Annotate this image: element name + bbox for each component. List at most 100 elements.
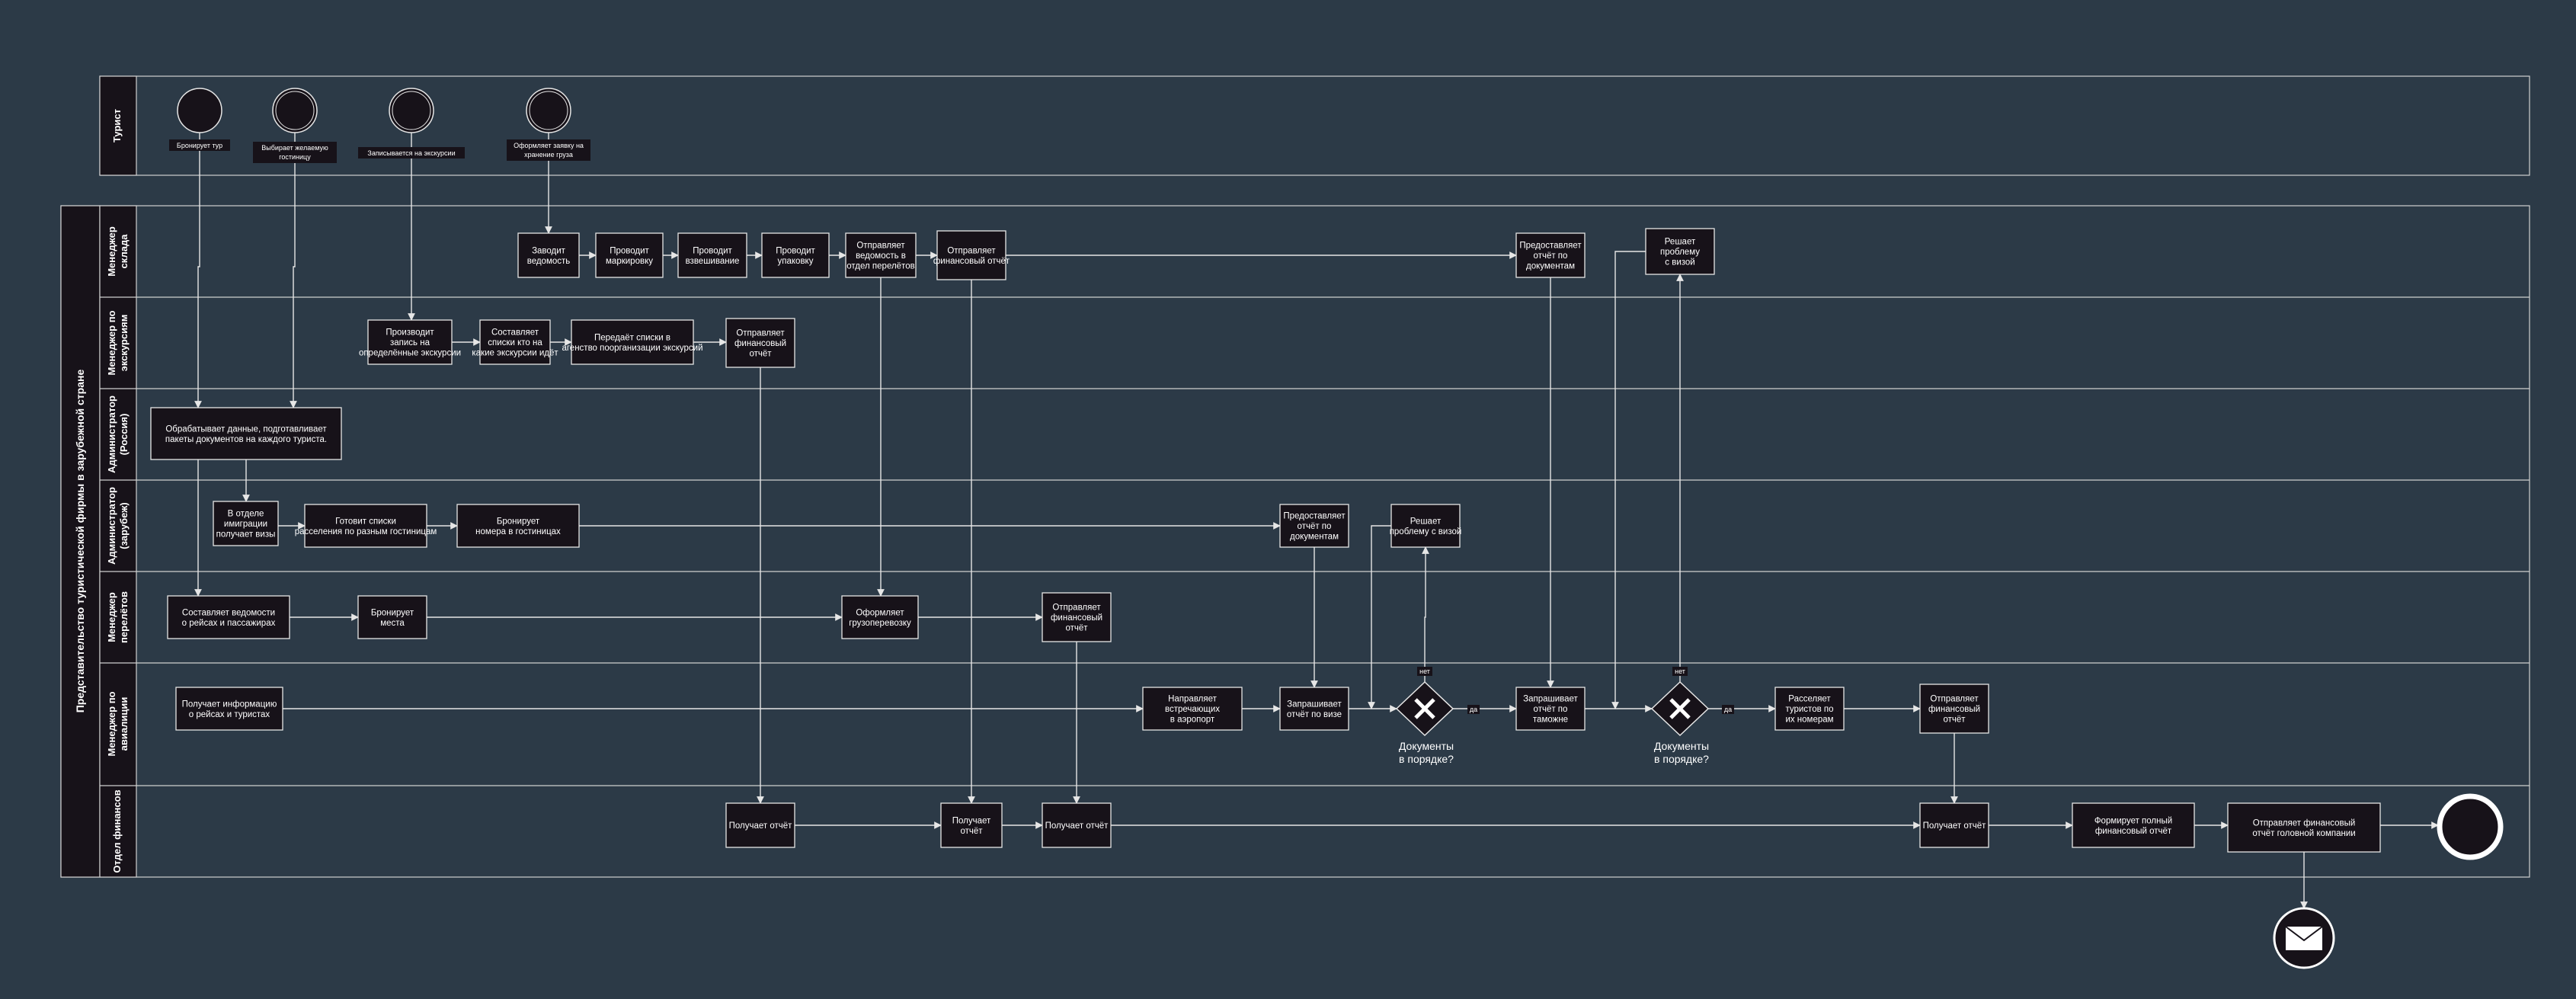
sequence-flow — [194, 133, 202, 408]
start-label-excursions: Записывается на экскурсии — [367, 149, 455, 157]
end-event[interactable] — [2437, 793, 2504, 860]
task-receive-report-1[interactable]: Получает отчёт — [725, 802, 795, 848]
gateway-2-yes: да — [1724, 706, 1732, 713]
tourist-pool: Турист — [99, 75, 2530, 176]
lane-label-tourist: Турист — [111, 109, 123, 142]
gateway-visa-check[interactable] — [1395, 680, 1454, 737]
lane-label-excursions: Менеджер поэкскурсиям — [106, 310, 130, 375]
lane-label-aviation: Менеджер поавиалиции — [106, 691, 130, 756]
pool-label: Представительство туристической фирмы в … — [74, 370, 86, 713]
gateway-customs-check[interactable] — [1650, 680, 1710, 737]
message-end-event[interactable] — [2273, 907, 2335, 969]
start-event-choose-hotel[interactable] — [272, 88, 318, 133]
lane-label-admin-abroad: Администратор(зарубеж) — [106, 487, 130, 565]
task-receive-report-4-label: Получает отчёт — [1923, 821, 1987, 831]
task-receive-report-4[interactable]: Получает отчёт — [1919, 802, 1989, 848]
start-event-cargo[interactable] — [526, 88, 571, 133]
sequence-flow — [1611, 251, 1646, 709]
task-receive-report-3-label: Получает отчёт — [1045, 821, 1109, 831]
company-pool: Представительство туристической фирмы в … — [60, 205, 2530, 878]
gateway-1-yes: да — [1470, 706, 1477, 713]
lane-label-finance: Отдел финансов — [111, 789, 123, 873]
lane-label-admin-ru: Администратор(Россия) — [106, 395, 130, 473]
lane-label-flights: Менеджерперелётов — [106, 591, 130, 643]
task-receive-report-1-label: Получает отчёт — [729, 821, 793, 831]
end-events — [2273, 793, 2504, 969]
start-label-book-tour: Бронирует тур — [177, 142, 222, 149]
start-event-excursions[interactable] — [389, 88, 434, 133]
sequence-flow — [1422, 546, 1429, 682]
task-receive-report-3[interactable]: Получает отчёт — [1042, 802, 1112, 848]
start-event-book-tour[interactable] — [177, 88, 222, 133]
